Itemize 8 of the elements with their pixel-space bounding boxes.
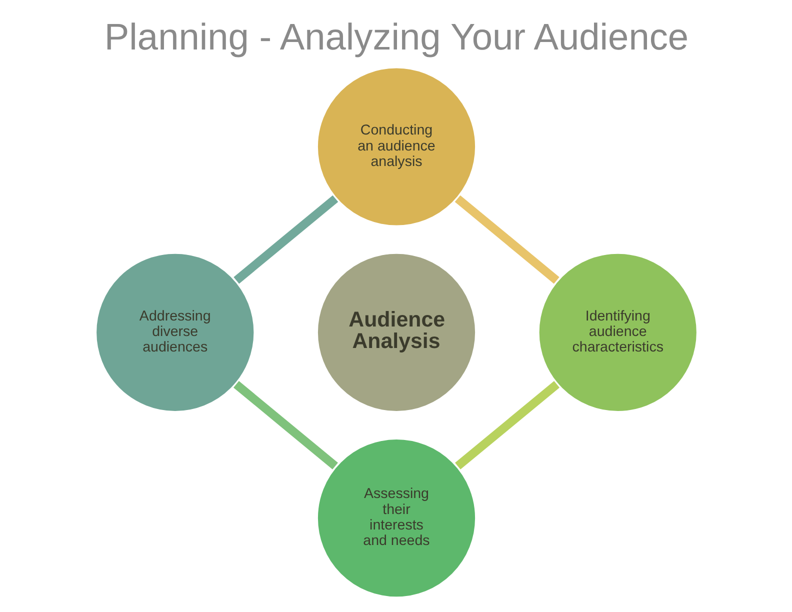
diagram-title: Planning - Analyzing Your Audience xyxy=(104,15,688,58)
node-circle: Conducting an audience analysis xyxy=(314,65,478,228)
connector xyxy=(454,195,559,284)
connector xyxy=(454,381,560,470)
connector xyxy=(233,195,338,284)
connector xyxy=(232,381,338,470)
node-circle: Assessing their interests and needs xyxy=(314,436,478,600)
node-circle: Audience Analysis xyxy=(314,251,478,414)
